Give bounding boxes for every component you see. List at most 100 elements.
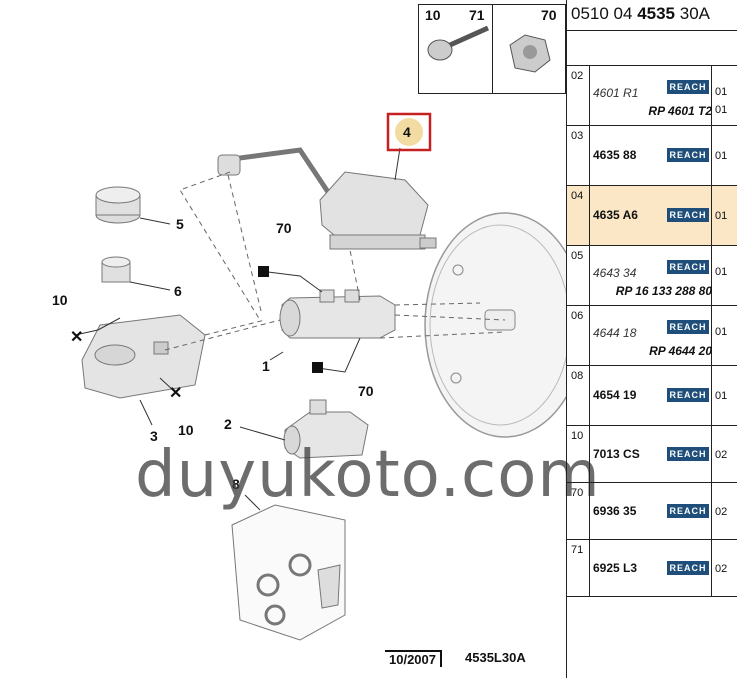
row-divider-left — [589, 66, 590, 125]
row-quantity: 02 — [715, 506, 728, 518]
footer-date: 10/2007 — [385, 650, 442, 667]
row-quantity: 02 — [715, 563, 728, 575]
leader-lines — [74, 147, 401, 511]
row-divider-left — [589, 483, 590, 539]
reach-badge: REACH — [667, 208, 709, 222]
row-divider-left — [589, 126, 590, 185]
header-spacer — [567, 31, 737, 66]
reference-header: 0510 04 4535 30A — [567, 0, 737, 31]
ref-bold: 4535 — [637, 4, 676, 23]
row-divider-right — [711, 483, 712, 539]
part-row-71[interactable]: 71 6925 L3 REACH 02 — [567, 540, 737, 597]
row-position: 71 — [571, 544, 584, 556]
callout-10-top[interactable]: 10 — [52, 292, 68, 308]
callout-2[interactable]: 2 — [224, 416, 232, 432]
row-position: 70 — [571, 487, 584, 499]
row-divider-right — [711, 126, 712, 185]
master-cylinder-2 — [283, 399, 369, 459]
row-position: 05 — [571, 250, 584, 262]
row-part-number: 6936 35 — [593, 504, 637, 518]
callout-1[interactable]: 1 — [262, 358, 270, 374]
brake-booster — [424, 212, 586, 438]
reach-badge: REACH — [667, 260, 709, 274]
row-quantity-2: 01 — [715, 104, 728, 116]
reach-badge: REACH — [667, 320, 709, 334]
seal-kit-8 — [231, 504, 346, 641]
callout-6[interactable]: 6 — [174, 283, 182, 299]
master-cylinder-1 — [279, 289, 396, 339]
part-row-04[interactable]: 04 4635 A6 REACH 01 — [567, 186, 737, 246]
nut-icon — [509, 34, 551, 73]
reservoir-4 — [217, 147, 437, 250]
callout-5[interactable]: 5 — [176, 216, 184, 232]
row-quantity: 02 — [715, 449, 728, 461]
filter-6 — [101, 256, 131, 283]
callout-8[interactable]: 8 — [232, 476, 240, 492]
callout-10-bottom[interactable]: 10 — [178, 422, 194, 438]
row-part-number: 4654 19 — [593, 388, 637, 402]
row-position: 08 — [571, 370, 584, 382]
svg-text:✕: ✕ — [70, 329, 83, 346]
callout-70-bottom[interactable]: 70 — [358, 383, 374, 399]
row-part-number: 4635 A6 — [593, 208, 638, 222]
row-divider-left — [589, 186, 590, 245]
guide-lines — [164, 171, 506, 351]
row-part-number: 4643 34 — [593, 266, 637, 280]
row-replacement-ref: RP 4644 20 — [649, 344, 712, 358]
diagram-drawing: ✕ ✕ — [70, 25, 586, 641]
row-replacement-ref: RP 4601 T2 — [648, 104, 712, 118]
part-row-10[interactable]: 10 7013 CS REACH 02 — [567, 426, 737, 483]
callout-4[interactable]: 4 — [403, 124, 411, 140]
row-quantity: 01 — [715, 86, 728, 98]
row-quantity: 01 — [715, 390, 728, 402]
watermark: duyukoto.com — [135, 438, 601, 512]
ref-suffix: 30A — [679, 4, 710, 23]
row-divider-right — [711, 540, 712, 596]
reach-badge: REACH — [667, 148, 709, 162]
reach-badge: REACH — [667, 561, 709, 575]
screw-icon — [427, 25, 490, 61]
part-row-08[interactable]: 08 4654 19 REACH 01 — [567, 366, 737, 426]
row-quantity: 01 — [715, 150, 728, 162]
callout-70-top[interactable]: 70 — [276, 220, 292, 236]
callout-3[interactable]: 3 — [150, 428, 158, 444]
part-row-70[interactable]: 70 6936 35 REACH 02 — [567, 483, 737, 540]
row-replacement-ref: RP 16 133 288 80 — [615, 284, 712, 298]
row-part-number: 4644 18 — [593, 326, 637, 340]
cap-5 — [95, 186, 141, 224]
row-divider-left — [589, 246, 590, 305]
reach-badge: REACH — [667, 504, 709, 518]
row-position: 04 — [571, 190, 584, 202]
reach-badge: REACH — [667, 447, 709, 461]
ref-prefix: 0510 04 — [571, 4, 633, 23]
svg-text:✕: ✕ — [169, 385, 182, 402]
row-position: 10 — [571, 430, 584, 442]
row-divider-right — [711, 306, 712, 365]
exploded-diagram: ✕ ✕ 10 71 70 4 5 6 10 70 1 70 3 10 2 8 d… — [52, 4, 600, 667]
row-divider-right — [711, 426, 712, 482]
reach-badge: REACH — [667, 388, 709, 402]
row-divider-right — [711, 186, 712, 245]
reservoir-3 — [81, 314, 206, 399]
footer-code: 4535L30A — [465, 650, 526, 665]
row-divider-left — [589, 540, 590, 596]
row-part-number: 6925 L3 — [593, 561, 638, 575]
row-quantity: 01 — [715, 266, 728, 278]
row-quantity: 01 — [715, 210, 728, 222]
row-divider-right — [711, 366, 712, 425]
legend-label-10: 10 — [425, 7, 441, 23]
row-part-number: 4635 88 — [593, 148, 637, 162]
row-divider-left — [589, 306, 590, 365]
reach-badge: REACH — [667, 80, 709, 94]
legend-label-71: 71 — [469, 7, 485, 23]
row-divider-left — [589, 366, 590, 425]
row-part-number: 7013 CS — [593, 447, 640, 461]
row-position: 02 — [571, 70, 584, 82]
row-quantity: 01 — [715, 326, 728, 338]
